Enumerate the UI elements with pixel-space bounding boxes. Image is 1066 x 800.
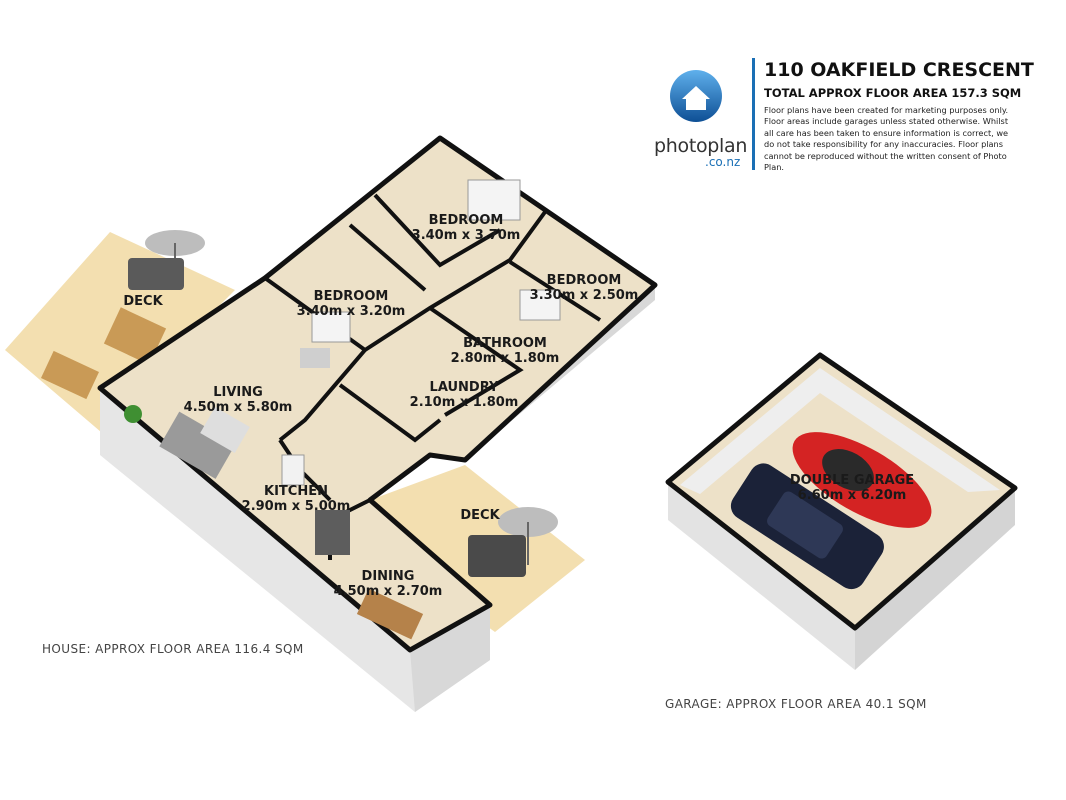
plant xyxy=(124,405,142,423)
bedroom-furniture xyxy=(311,179,561,343)
garage-area-note: GARAGE: APPROX FLOOR AREA 40.1 SQM xyxy=(665,697,927,711)
label-living: LIVING 4.50m x 5.80m xyxy=(183,385,293,415)
dining-table xyxy=(356,588,424,640)
label-deck-west: DECK xyxy=(123,294,163,309)
brand-domain: .co.nz xyxy=(705,155,741,169)
garage-exterior-wall xyxy=(668,482,855,670)
car-red xyxy=(792,432,932,528)
deck-south-furniture xyxy=(468,507,558,577)
photoplan-logo-icon xyxy=(670,70,722,122)
label-laundry: LAUNDRY 2.10m x 1.80m xyxy=(409,380,519,410)
property-address: 110 OAKFIELD CRESCENT xyxy=(764,59,1034,81)
label-bedroom-3: BEDROOM 3.30m x 2.50m xyxy=(529,273,639,303)
fridge xyxy=(281,454,305,486)
label-bedroom-1: BEDROOM 3.40m x 3.70m xyxy=(411,213,521,243)
garage-exterior-wall-east xyxy=(855,488,1015,670)
label-dining: DINING 4.50m x 2.70m xyxy=(333,569,443,599)
house-area-note: HOUSE: APPROX FLOOR AREA 116.4 SQM xyxy=(42,642,304,656)
header: photoplan .co.nz 110 OAKFIELD CRESCENT T… xyxy=(650,55,1050,175)
header-divider xyxy=(752,58,755,170)
car-navy xyxy=(730,463,884,590)
garage-inner-wall xyxy=(680,368,1000,494)
house-exterior-wall-south xyxy=(410,605,490,712)
deck-west-furniture xyxy=(41,230,205,400)
label-bedroom-2: BEDROOM 3.40m x 3.20m xyxy=(296,289,406,319)
label-kitchen: KITCHEN 2.90m x 5.00m xyxy=(241,484,351,514)
label-garage: DOUBLE GARAGE 6.60m x 6.20m xyxy=(789,473,915,503)
label-bathroom: BATHROOM 2.80m x 1.80m xyxy=(450,336,560,366)
disclaimer: Floor plans have been created for market… xyxy=(764,105,1009,173)
brand-name: photoplan xyxy=(654,135,748,157)
label-deck-south: DECK xyxy=(460,508,500,523)
kitchen-bench xyxy=(315,510,350,555)
total-floor-area: TOTAL APPROX FLOOR AREA 157.3 SQM xyxy=(764,86,1022,100)
living-furniture xyxy=(159,348,330,479)
